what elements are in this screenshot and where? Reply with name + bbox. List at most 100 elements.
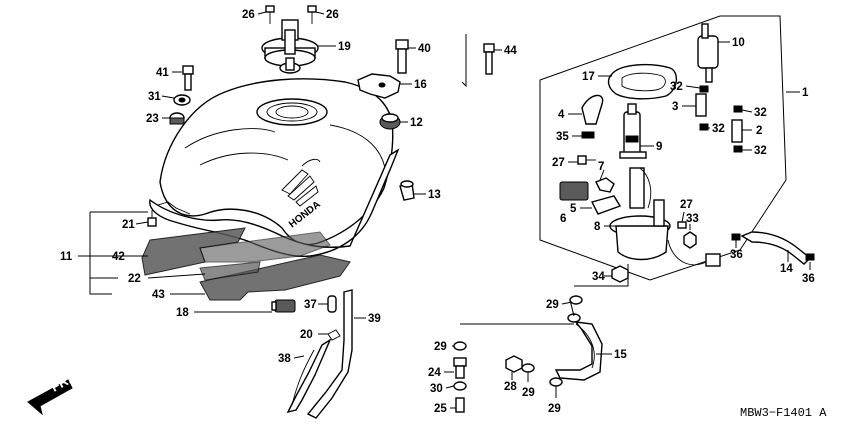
part-label-24: 24 [428,367,441,379]
part-label-19: 19 [338,41,351,53]
clamp-32-d [733,145,743,153]
part-label-40: 40 [418,43,431,55]
part-label-38: 38 [278,353,291,365]
part-label-11: 11 [60,251,73,263]
part-label-25: 25 [434,403,447,415]
washer-29-c [521,363,535,373]
part-label-2: 2 [756,125,762,137]
bolt-25 [455,397,465,413]
part-label-27-left: 27 [552,157,565,169]
clamp-32-c [699,123,709,131]
cushion-13 [399,180,415,201]
washer-29-a [569,295,583,305]
part-label-37: 37 [304,299,317,311]
part-label-29-a: 29 [546,299,559,311]
part-label-36-right: 36 [802,273,815,285]
tank-pads [141,227,351,301]
fuel-sender-8 [609,167,721,267]
wing-emblem [281,158,321,207]
part-label-29-c: 29 [522,387,535,399]
part-label-16: 16 [414,79,427,91]
part-label-41: 41 [156,67,169,79]
part-label-42: 42 [112,251,125,263]
cap-bolt-right [307,5,317,24]
part-label-44: 44 [504,45,517,57]
clamp-35 [581,131,595,139]
nut-33 [683,231,697,249]
part-label-31: 31 [148,91,161,103]
clip-36-right [805,253,815,261]
part-number-labels: 1 2 3 4 5 6 7 8 9 10 11 12 13 14 15 16 1… [60,9,815,415]
grommet-23 [169,112,185,125]
screw-27-right [677,221,687,229]
figure-code: MBW3−F1401 A [740,406,827,420]
part-label-15: 15 [614,349,627,361]
screw-44-bracket-line [461,34,467,88]
rubber-12 [379,113,401,130]
part-label-20: 20 [300,329,313,341]
clamp-32-a [699,85,709,93]
clamp-32-b [733,105,743,113]
washer-30 [453,381,467,391]
part-label-29-b: 29 [434,341,447,353]
clip-36-left [731,233,741,241]
part-label-4: 4 [558,109,565,121]
fitting-20 [327,329,341,341]
fuel-tank: HONDA [149,78,400,258]
breather-tube-39 [306,289,353,419]
feed-hose-15 [554,313,603,381]
part-label-34: 34 [592,271,605,283]
part-label-17: 17 [582,71,595,83]
filter-10 [697,23,719,83]
part-label-10: 10 [732,37,745,49]
hose-2 [731,119,743,143]
part-label-5: 5 [570,203,577,215]
part-label-27-right: 27 [680,199,693,211]
gasket-17 [607,63,677,100]
fuel-pump-box [539,15,787,281]
part-label-36-left: 36 [730,249,743,261]
washer-29-b [453,341,467,351]
bolt-41 [182,65,194,91]
hose-3 [695,93,707,117]
part-label-7: 7 [598,161,604,173]
part-label-26-left: 26 [242,9,255,21]
part-label-35: 35 [556,131,569,143]
tube-37 [327,295,337,313]
part-label-29-d: 29 [548,403,561,415]
leader-lines [78,11,811,409]
part-label-22: 22 [128,273,141,285]
fitting-24 [453,357,467,379]
screw-44 [483,43,495,75]
pump-9 [619,103,647,159]
washer-31 [173,94,191,106]
screw-27-left [577,155,596,165]
clip-7 [595,177,615,193]
cap-bolt-left [265,5,275,24]
part-label-32-a: 32 [670,81,683,93]
part-label-1: 1 [802,87,809,99]
part-label-3: 3 [672,101,678,113]
bracket-5 [590,195,622,215]
part-label-32-d: 32 [754,145,767,157]
part-label-32-c: 32 [712,123,725,135]
part-label-6: 6 [560,213,566,225]
bracket-16 [357,73,401,99]
part-label-26-right: 26 [326,9,339,21]
part-label-12: 12 [410,117,423,129]
hose-4 [581,94,604,125]
drain-tube-38 [286,338,332,414]
part-label-28: 28 [504,381,517,393]
part-label-18: 18 [176,307,189,319]
part-label-23: 23 [146,113,159,125]
part-label-14: 14 [780,263,793,275]
part-label-9: 9 [656,141,662,153]
bolt-40 [395,39,409,74]
nut-28 [505,355,523,373]
nut-34 [611,265,629,283]
front-direction-arrow: FR. [27,372,74,416]
part-label-8: 8 [594,221,601,233]
part-label-21: 21 [122,219,135,231]
part-label-39: 39 [368,313,381,325]
